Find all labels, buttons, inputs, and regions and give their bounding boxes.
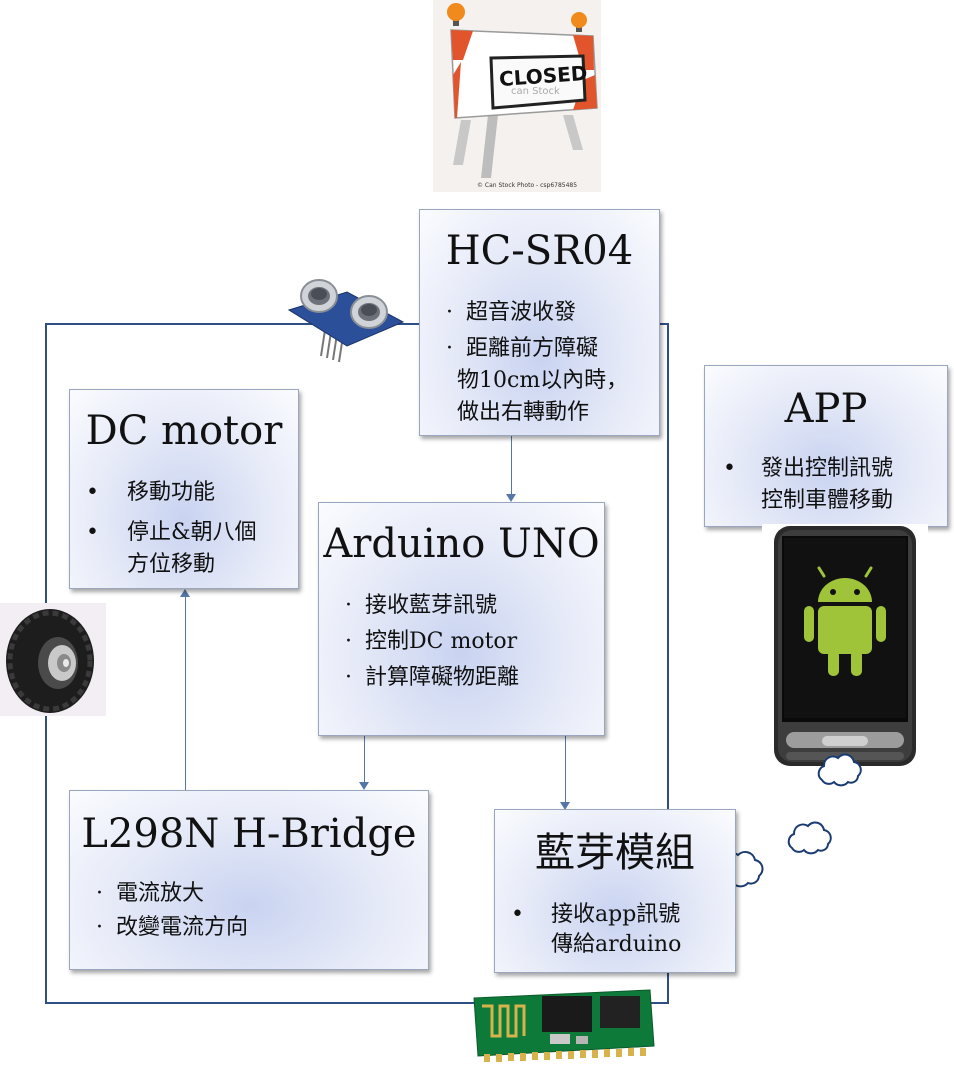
arrow-head-down — [359, 782, 369, 790]
bullet-marker: · — [446, 336, 453, 361]
bullet-marker: · — [96, 915, 103, 940]
hc-sr04-title: HC-SR04 — [445, 228, 634, 274]
frame-line-right — [667, 323, 669, 1004]
hc-sr04-bullet-2b: 物10cm以內時， — [457, 368, 629, 393]
closed-sign-watermark: can Stock — [511, 86, 560, 97]
arrow-arduino-to-bluetooth — [565, 736, 566, 804]
frame-line-top-right — [660, 323, 669, 325]
bluetooth-box: 藍芽模組 • 接收app訊號 傳給arduino — [494, 809, 736, 973]
bullet-marker: · — [446, 300, 453, 325]
l298n-title: L298N H-Bridge — [81, 811, 417, 857]
dc-motor-box: DC motor • 移動功能 • 停止&朝八個 方位移動 — [69, 389, 299, 589]
android-phone-icon — [762, 524, 928, 774]
bullet-marker: · — [345, 593, 352, 618]
bullet-marker: · — [345, 629, 352, 654]
cloud-icon — [782, 816, 834, 858]
frame-line-bottom — [45, 1002, 669, 1004]
arrow-head-down — [506, 494, 516, 502]
wheel-icon — [0, 603, 106, 716]
arduino-title: Arduino UNO — [323, 521, 600, 567]
l298n-bullet-1: 電流放大 — [116, 881, 205, 906]
arrow-l298n-to-dcmotor — [185, 596, 186, 792]
arrow-arduino-to-l298n — [364, 736, 365, 784]
closed-sign-icon: CLOSED can Stock © Can Stock Photo - csp… — [433, 0, 601, 192]
hc-sr04-bullet-2c: 做出右轉動作 — [457, 400, 590, 425]
app-bullet-1a: 發出控制訊號 — [761, 456, 894, 481]
l298n-box: L298N H-Bridge · 電流放大 · 改變電流方向 — [69, 790, 429, 970]
arrow-head-down — [560, 802, 570, 810]
app-title: APP — [784, 386, 868, 432]
app-box: APP • 發出控制訊號 控制車體移動 — [704, 365, 948, 527]
arrow-head-up — [180, 589, 190, 597]
dc-motor-bullet-2a: 停止&朝八個 — [127, 520, 257, 545]
frame-line-top — [45, 323, 420, 325]
bullet-marker: · — [345, 665, 352, 690]
dc-motor-bullet-1: 移動功能 — [127, 480, 216, 505]
bullet-marker: • — [511, 902, 524, 927]
dc-motor-title: DC motor — [85, 408, 283, 454]
bluetooth-module-icon — [470, 984, 656, 1066]
bullet-marker: · — [96, 881, 103, 906]
bluetooth-bullet-1a: 接收app訊號 — [551, 902, 681, 927]
ultrasonic-sensor-icon — [287, 270, 405, 370]
bluetooth-title: 藍芽模組 — [535, 830, 695, 876]
bullet-marker: • — [86, 480, 99, 505]
bullet-marker: • — [723, 456, 736, 481]
bluetooth-bullet-1b: 傳給arduino — [551, 932, 682, 957]
arduino-bullet-2: 控制DC motor — [365, 629, 518, 654]
closed-sign-caption: © Can Stock Photo - csp6785485 — [477, 182, 578, 189]
hc-sr04-bullet-1: 超音波收發 — [466, 300, 577, 325]
app-bullet-1b: 控制車體移動 — [761, 488, 894, 513]
hc-sr04-bullet-2a: 距離前方障礙 — [466, 336, 599, 361]
cloud-icon — [812, 750, 864, 790]
arduino-bullet-1: 接收藍芽訊號 — [365, 593, 498, 618]
l298n-bullet-2: 改變電流方向 — [116, 915, 249, 940]
arduino-bullet-3: 計算障礙物距離 — [365, 665, 520, 690]
arduino-uno-box: Arduino UNO · 接收藍芽訊號 · 控制DC motor · 計算障礙… — [318, 502, 605, 736]
arrow-hcsr04-to-arduino — [511, 436, 512, 496]
hc-sr04-box: HC-SR04 · 超音波收發 · 距離前方障礙 物10cm以內時， 做出右轉動… — [419, 209, 660, 436]
bullet-marker: • — [86, 520, 99, 545]
dc-motor-bullet-2b: 方位移動 — [127, 552, 216, 577]
